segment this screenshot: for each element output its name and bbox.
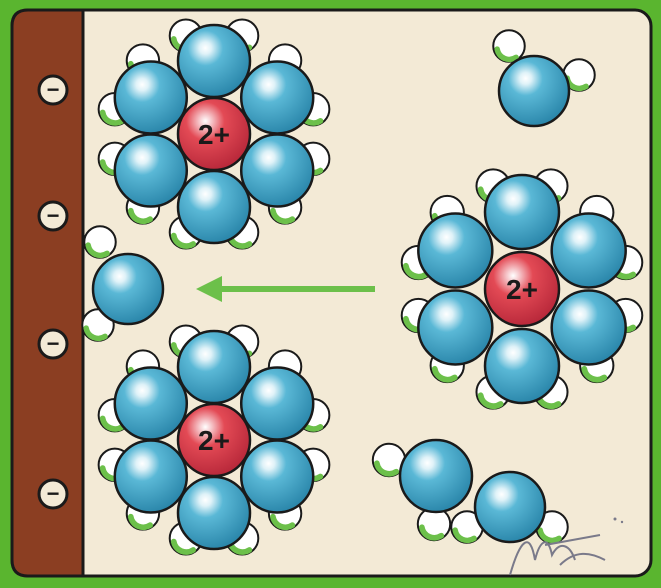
oxygen-atom (178, 477, 250, 549)
metal-ion: 2+ (485, 252, 559, 326)
negative-charge-icon: − (39, 202, 67, 230)
oxygen-atom (115, 441, 187, 513)
oxygen-atom (93, 254, 163, 324)
ion-charge-label: 2+ (198, 425, 230, 456)
oxygen-atom (115, 368, 187, 440)
negative-charge-icon: − (39, 330, 67, 358)
oxygen-atom (241, 62, 313, 134)
oxygen-atom (418, 214, 492, 288)
oxygen-atom (418, 291, 492, 365)
oxygen-atom (178, 171, 250, 243)
oxygen-atom (552, 214, 626, 288)
negative-charge-icon: − (39, 76, 67, 104)
oxygen-atom (475, 472, 545, 542)
oxygen-atom (178, 331, 250, 403)
hydrogen-atom (493, 30, 525, 62)
oxygen-atom (241, 135, 313, 207)
oxygen-atom (552, 291, 626, 365)
charge-sign: − (47, 331, 60, 356)
oxygen-atom (115, 62, 187, 134)
metal-ion: 2+ (178, 404, 250, 476)
oxygen-atom (241, 368, 313, 440)
charge-sign: − (47, 203, 60, 228)
oxygen-atom (485, 329, 559, 403)
oxygen-atom (241, 441, 313, 513)
oxygen-atom (499, 56, 569, 126)
oxygen-atom (115, 135, 187, 207)
hydrogen-atom (84, 226, 116, 258)
oxygen-atom (400, 440, 472, 512)
negative-charge-icon: − (39, 480, 67, 508)
metal-ion: 2+ (178, 98, 250, 170)
oxygen-atom (178, 25, 250, 97)
charge-sign: − (47, 77, 60, 102)
ion-charge-label: 2+ (506, 274, 538, 305)
charge-sign: − (47, 481, 60, 506)
ion-charge-label: 2+ (198, 119, 230, 150)
oxygen-atom (485, 175, 559, 249)
